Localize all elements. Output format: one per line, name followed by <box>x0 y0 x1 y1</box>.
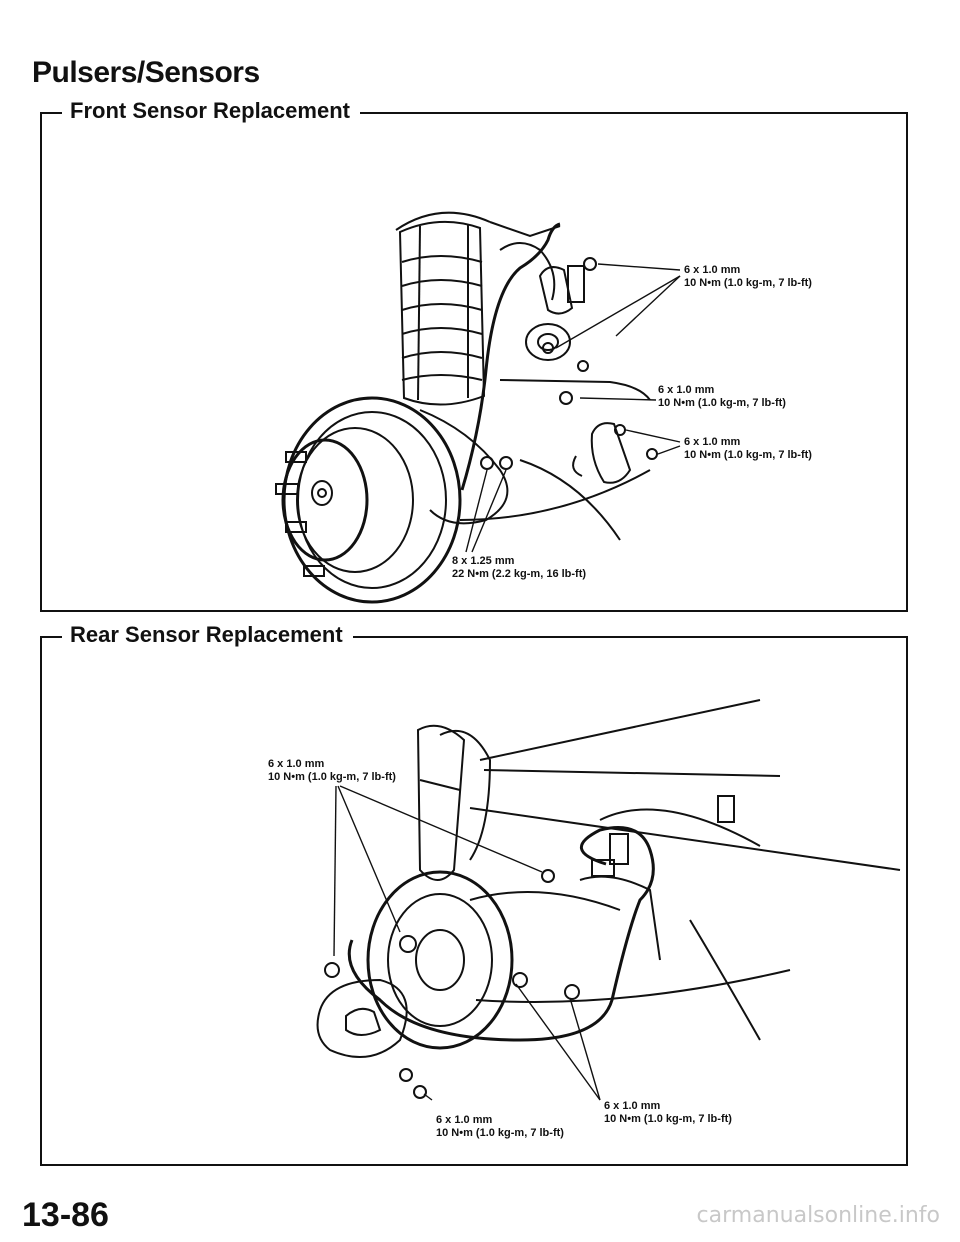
front-callout-4: 8 x 1.25 mm 22 N•m (2.2 kg-m, 16 lb-ft) <box>452 555 586 581</box>
callout-torque: 10 N•m (1.0 kg-m, 7 lb-ft) <box>684 277 812 289</box>
callout-torque: 10 N•m (1.0 kg-m, 7 lb-ft) <box>436 1127 564 1139</box>
front-callout-3: 6 x 1.0 mm 10 N•m (1.0 kg-m, 7 lb-ft) <box>684 436 812 462</box>
rear-hub-assembly-illustration <box>316 699 901 1099</box>
rear-section-frame <box>40 636 908 1166</box>
page-number: 13-86 <box>22 1196 109 1234</box>
page-title: Pulsers/Sensors <box>32 56 260 89</box>
callout-size: 6 x 1.0 mm <box>604 1100 661 1112</box>
front-callout-2: 6 x 1.0 mm 10 N•m (1.0 kg-m, 7 lb-ft) <box>658 384 786 410</box>
callout-torque: 22 N•m (2.2 kg-m, 16 lb-ft) <box>452 568 587 580</box>
callout-size: 8 x 1.25 mm <box>452 555 515 567</box>
watermark: carmanualsonline.info <box>696 1203 940 1228</box>
callout-torque: 10 N•m (1.0 kg-m, 7 lb-ft) <box>604 1113 732 1125</box>
callout-size: 6 x 1.0 mm <box>268 758 325 770</box>
front-leader-lines <box>465 263 681 553</box>
front-section-title: Front Sensor Replacement <box>62 98 360 124</box>
rear-callout-1: 6 x 1.0 mm 10 N•m (1.0 kg-m, 7 lb-ft) <box>268 758 396 784</box>
rear-callout-2: 6 x 1.0 mm 10 N•m (1.0 kg-m, 7 lb-ft) <box>604 1100 732 1126</box>
callout-torque: 10 N•m (1.0 kg-m, 7 lb-ft) <box>684 449 812 461</box>
callout-size: 6 x 1.0 mm <box>684 436 741 448</box>
callout-torque: 10 N•m (1.0 kg-m, 7 lb-ft) <box>658 397 786 409</box>
front-section-frame <box>40 112 908 612</box>
rear-callout-3: 6 x 1.0 mm 10 N•m (1.0 kg-m, 7 lb-ft) <box>436 1114 564 1140</box>
callout-size: 6 x 1.0 mm <box>658 384 715 396</box>
callout-torque: 10 N•m (1.0 kg-m, 7 lb-ft) <box>268 771 396 783</box>
front-callout-1: 6 x 1.0 mm 10 N•m (1.0 kg-m, 7 lb-ft) <box>684 264 812 290</box>
rear-section-title: Rear Sensor Replacement <box>62 622 353 648</box>
rear-leader-lines <box>333 785 601 1101</box>
front-hub-assembly-illustration <box>275 211 658 604</box>
callout-size: 6 x 1.0 mm <box>436 1114 493 1126</box>
callout-size: 6 x 1.0 mm <box>684 264 741 276</box>
